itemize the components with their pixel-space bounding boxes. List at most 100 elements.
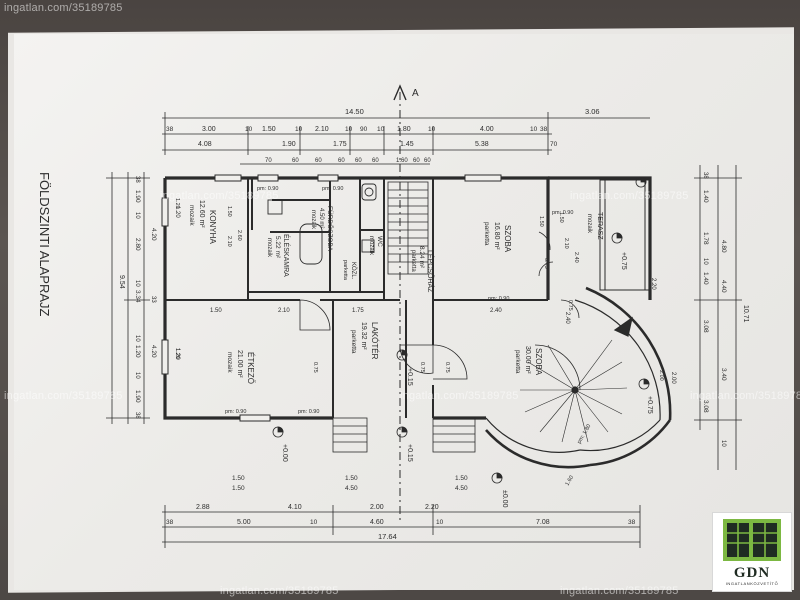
level-1: +0.75 xyxy=(620,252,627,270)
dim-top-r1-8: 10 xyxy=(377,126,385,133)
room-wc: WC mozaik xyxy=(368,236,383,256)
watermark-7: ingatlan.com/35189785 xyxy=(560,585,679,597)
opening-4: pm: 0.90 xyxy=(298,409,319,415)
misc-2: 2.40 xyxy=(490,308,502,314)
room-area: 30.00 m² xyxy=(524,346,531,374)
room-name: TERASZ xyxy=(596,212,603,240)
dim-top-overall: 14.50 xyxy=(345,107,364,116)
win-6: 1.60 xyxy=(565,475,576,487)
room-lakoter: LAKÓTÉR 19.32 m² parketta xyxy=(350,322,379,360)
logo-subtext: INGATLANKÖZVETÍTŐ xyxy=(725,581,779,586)
room-eleskamra: ÉLÉSKAMRA 5.22 m² mozaik xyxy=(266,234,291,277)
dim-left-a1: 1.90 xyxy=(134,190,141,203)
right-dimension-lines xyxy=(694,165,742,470)
room-terasz: TERASZ mozaik xyxy=(586,212,603,240)
dim-top-right: 3.06 xyxy=(585,107,600,116)
dim-top-r1-12: 10 xyxy=(530,126,538,133)
room-area: 21.00 m² xyxy=(236,350,243,378)
dim-top-r2-4: 5.38 xyxy=(475,141,489,148)
room-szoba-2: SZOBA 30.00 m² parketta xyxy=(514,346,543,376)
dim-left-a10: 38 xyxy=(134,412,140,419)
dim-left-a4: 10 xyxy=(134,280,140,287)
dim-bot-h2: 1.50 xyxy=(345,475,358,482)
win-4: 2.10 xyxy=(563,238,569,249)
level-5: ±0.00 xyxy=(501,490,508,508)
gdn-logo: GDN INGATLANKÖZVETÍTŐ xyxy=(712,512,792,592)
left-dimension-lines xyxy=(106,172,150,424)
dim-left-a6: 10 xyxy=(134,335,140,342)
section-arrow xyxy=(393,84,407,101)
dim-top-r1-0: 38 xyxy=(166,126,174,133)
opening-1: pm: 0.90 xyxy=(322,186,343,192)
door-0: 0.75 xyxy=(312,362,318,373)
dim-left-a5: 3.34 xyxy=(134,290,141,303)
dim-top-r2-1: 1.90 xyxy=(282,141,296,148)
section-mark: A xyxy=(412,88,419,99)
dim-top-r1-3: 1.50 xyxy=(262,126,276,133)
dim-bot-overall: 17.64 xyxy=(378,532,397,541)
dim-top-small-1: 60 xyxy=(292,158,299,164)
room-furdoszoba: FÜRDŐSZOBA 4.50 m² mozaik xyxy=(310,206,335,252)
dim-bot-r2-4: 10 xyxy=(436,519,444,526)
dim-top-small-2: 60 xyxy=(315,158,322,164)
dim-right-a0: 38 xyxy=(702,172,708,179)
inner-walls xyxy=(165,178,548,418)
room-name: FÜRDŐSZOBA xyxy=(326,206,335,252)
room-szoba-1: SZOBA 16.80 m² parketta xyxy=(483,222,512,253)
room-floor: parketta xyxy=(410,250,416,272)
dim-right-outer: 10.71 xyxy=(742,305,749,323)
dim-left-a0: 38 xyxy=(134,176,140,183)
bottom-dimension-lines xyxy=(162,505,641,548)
level-3: +0.15 xyxy=(406,444,413,462)
dim-top-r2-2: 1.75 xyxy=(333,141,347,148)
logo-window-icon xyxy=(723,519,781,561)
win-5: 2.40 xyxy=(573,252,579,263)
staircase xyxy=(387,181,429,275)
dim-right-a5: 3.08 xyxy=(702,320,709,333)
dim-left-a2: 10 xyxy=(134,212,140,219)
watermark-1: ingatlan.com/35189785 xyxy=(160,190,279,202)
door-swings xyxy=(299,231,580,380)
dim-left-outer: 9.54 xyxy=(118,275,125,289)
misc-5: 2.20 xyxy=(650,278,656,290)
dim-left-b2: 4.20 xyxy=(150,345,157,358)
bathroom-fixtures xyxy=(267,183,377,265)
dim-top-r1-6: 10 xyxy=(345,126,353,133)
dim-bot-r2-1: 5.00 xyxy=(237,519,251,526)
dim-top-r2-3: 1.45 xyxy=(400,141,414,148)
room-name: LÉPCSŐHÁZ xyxy=(426,250,435,293)
win-1: 1.50 xyxy=(538,216,544,227)
level-markers xyxy=(272,176,650,484)
room-floor: mozaik xyxy=(310,210,316,230)
dim-bot-r1-1: 4.10 xyxy=(288,504,302,511)
dim-left-a9: 1.90 xyxy=(134,390,141,403)
level-4: +0.75 xyxy=(646,396,653,414)
room-name: LAKÓTÉR xyxy=(370,322,379,360)
room-floor: mozaik xyxy=(586,214,592,234)
dim-top-small-6: 1.60 xyxy=(396,158,408,164)
dim-right-b1: 4.40 xyxy=(720,280,727,293)
room-area: 16.80 m² xyxy=(493,222,500,250)
dim-top-r1-11: 4.00 xyxy=(480,126,494,133)
dim-bot-r2-3: 4.60 xyxy=(370,519,384,526)
room-name: KONYHA xyxy=(208,210,217,244)
room-name: WC xyxy=(376,236,383,247)
dim-bot-h5: 4.50 xyxy=(455,485,468,492)
dim-bot-r2-2: 10 xyxy=(310,519,318,526)
dim-left-a3: 2.80 xyxy=(134,238,141,251)
dim-top-r1-5: 2.10 xyxy=(315,126,329,133)
watermark-5: ingatlan.com/35189785 xyxy=(690,390,800,402)
dim-top-r1-4: 10 xyxy=(295,126,303,133)
room-etkezo: ÉTKEZŐ 21.00 m² mozaik xyxy=(226,350,255,384)
opening-6: pm: 1.80 xyxy=(577,423,593,445)
plan-title: FÖLDSZINTI ALAPRAJZ xyxy=(37,172,52,317)
room-area: 4.50 m² xyxy=(318,208,324,228)
misc-1: 1.75 xyxy=(352,308,364,314)
win-7: 2.00 xyxy=(658,370,664,381)
dim-bot-h0: 1.50 xyxy=(232,475,245,482)
dim-top-r2-0: 4.08 xyxy=(198,141,212,148)
door-3: 0.75 xyxy=(567,300,573,311)
dim-right-a6: 3.08 xyxy=(702,400,709,413)
dim-top-small-5: 60 xyxy=(372,158,379,164)
